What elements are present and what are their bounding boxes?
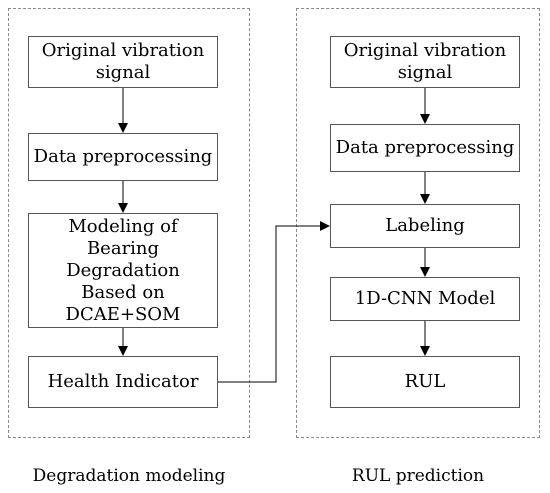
modeling-dcae-som-box: Modeling of Bearing Degradation Based on… xyxy=(28,213,218,328)
labeling-box: Labeling xyxy=(330,204,520,248)
rul-prediction-caption: RUL prediction xyxy=(351,466,485,486)
rul-prediction-panel xyxy=(296,8,540,438)
left-data-preprocessing-box: Data preprocessing xyxy=(28,133,218,181)
arrow-health-indicator-to-labeling xyxy=(218,221,330,383)
right-original-signal-box: Original vibration signal xyxy=(330,36,520,88)
right-data-preprocessing-box: Data preprocessing xyxy=(330,124,520,172)
health-indicator-box: Health Indicator xyxy=(28,356,218,408)
left-original-signal-box: Original vibration signal xyxy=(28,36,218,88)
degradation-modeling-caption: Degradation modeling xyxy=(32,466,226,486)
rul-box: RUL xyxy=(330,356,520,408)
degradation-modeling-panel xyxy=(8,8,250,438)
1d-cnn-model-box: 1D-CNN Model xyxy=(330,277,520,321)
